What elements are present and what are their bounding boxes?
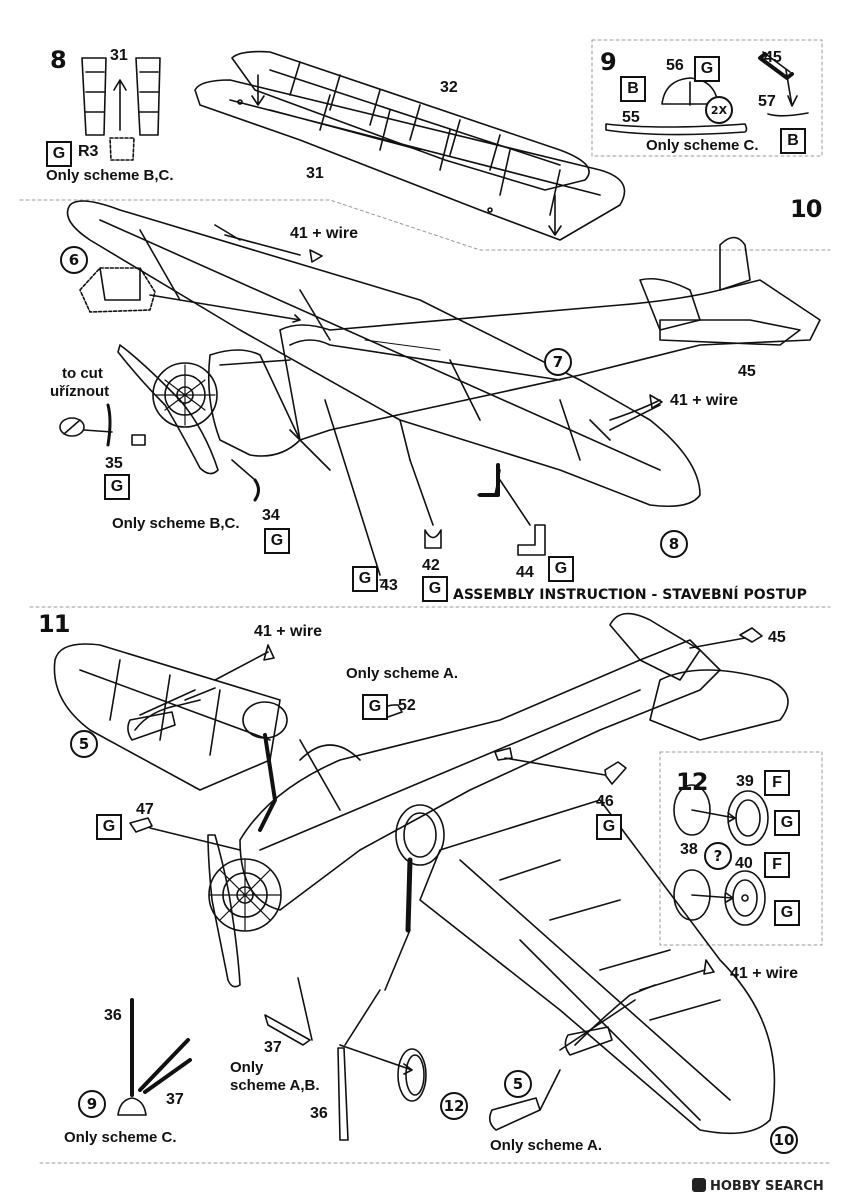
part-label-34: 34 <box>262 507 280 524</box>
caption-only-scheme-c-2: Only scheme C. <box>64 1129 177 1146</box>
part-label-57: 57 <box>758 93 776 110</box>
caption-only-scheme-bc-1: Only scheme B,C. <box>46 167 174 184</box>
part-label-52: 52 <box>398 697 416 714</box>
part-label-46: 46 <box>596 793 614 810</box>
part-label-44: 44 <box>516 564 534 581</box>
part-label-42: 42 <box>422 557 440 574</box>
caption-only-scheme-a-2: Only scheme A. <box>490 1137 602 1154</box>
sprue-box-g-35: G <box>104 474 130 500</box>
step-ref-5-marker-bottom: 5 <box>504 1070 532 1098</box>
part-label-56: 56 <box>666 57 684 74</box>
part-label-r3: R3 <box>78 143 99 160</box>
sprue-box-g-47: G <box>96 814 122 840</box>
step-12-number: 12 <box>676 768 708 796</box>
step-ref-9-marker: 9 <box>78 1090 106 1118</box>
step-9-number: 9 <box>600 48 617 76</box>
caption-scheme-ab: scheme A,B. <box>230 1077 320 1094</box>
sprue-box-b-step9: B <box>620 76 646 102</box>
sprue-box-g-52: G <box>362 694 388 720</box>
part-label-45-step9: 45 <box>764 49 782 66</box>
watermark-text: HOBBY SEARCH <box>710 1179 824 1194</box>
sprue-box-g-56: G <box>694 56 720 82</box>
caption-to-cut: to cut <box>62 365 103 382</box>
sprue-box-f-40: F <box>764 852 790 878</box>
assembly-instruction-banner: ASSEMBLY INSTRUCTION - STAVEBNÍ POSTUP <box>453 587 807 603</box>
sprue-box-g-39: G <box>774 810 800 836</box>
hobby-search-watermark: HOBBY SEARCH <box>692 1178 824 1194</box>
part-label-41-wire-1: 41 + wire <box>290 225 359 242</box>
part-label-41-wire-2: 41 + wire <box>670 392 739 409</box>
watermark-logo-icon <box>692 1178 706 1192</box>
step-ref-12-marker: 12 <box>440 1092 468 1120</box>
quantity-2x-marker: 2X <box>705 96 733 124</box>
caption-only-scheme-bc-2: Only scheme B,C. <box>112 515 240 532</box>
part-label-31-bottom: 31 <box>306 165 324 182</box>
step-10-number: 10 <box>790 195 822 223</box>
part-label-43: 43 <box>380 577 398 594</box>
section-dividers <box>19 39 831 1164</box>
part-label-38: 38 <box>680 841 698 858</box>
part-label-40: 40 <box>735 855 753 872</box>
part-label-37-left: 37 <box>166 1091 184 1108</box>
sprue-box-g-r3: G <box>46 141 72 167</box>
step-ref-8-marker: 8 <box>660 530 688 558</box>
part-label-45-step10: 45 <box>738 363 756 380</box>
part-label-45-step11: 45 <box>768 629 786 646</box>
caption-only-scheme-a-1: Only scheme A. <box>346 665 458 682</box>
step9-parts <box>605 51 809 136</box>
caption-only-scheme-c-1: Only scheme C. <box>646 137 759 154</box>
step-ref-5-marker-left: 5 <box>70 730 98 758</box>
sprue-box-g-40: G <box>774 900 800 926</box>
part-label-31-top: 31 <box>110 47 128 64</box>
step-ref-6-marker: 6 <box>60 246 88 274</box>
sprue-box-b-57: B <box>780 128 806 154</box>
sprue-box-g-42: G <box>422 576 448 602</box>
sprue-box-g-44: G <box>548 556 574 582</box>
part-label-37-right: 37 <box>264 1039 282 1056</box>
part-label-36-right: 36 <box>310 1105 328 1122</box>
sprue-box-g-46: G <box>596 814 622 840</box>
part-label-35: 35 <box>105 455 123 472</box>
step-ref-10-marker: 10 <box>770 1126 798 1154</box>
part-label-47: 47 <box>136 801 154 818</box>
caption-uriznout: uříznout <box>50 383 110 400</box>
step-8-number: 8 <box>50 46 67 74</box>
caption-only-2: Only <box>230 1059 264 1076</box>
wing-panels-top <box>194 50 626 241</box>
part-label-41-wire-4: 41 + wire <box>730 965 799 982</box>
step-ref-7-marker: 7 <box>544 348 572 376</box>
sprue-box-g-43: G <box>352 566 378 592</box>
step10-aircraft <box>59 200 821 589</box>
part-label-41-wire-3: 41 + wire <box>254 623 323 640</box>
part-label-39: 39 <box>736 773 754 790</box>
step-11-number: 11 <box>38 610 70 638</box>
step8-parts <box>81 57 161 161</box>
part-label-55: 55 <box>622 109 640 126</box>
sprue-box-g-34: G <box>264 528 290 554</box>
part-label-36-left: 36 <box>104 1007 122 1024</box>
part-label-32: 32 <box>440 79 458 96</box>
question-marker: ? <box>704 842 732 870</box>
sprue-box-f-39: F <box>764 770 790 796</box>
step11-aircraft <box>53 612 789 1141</box>
